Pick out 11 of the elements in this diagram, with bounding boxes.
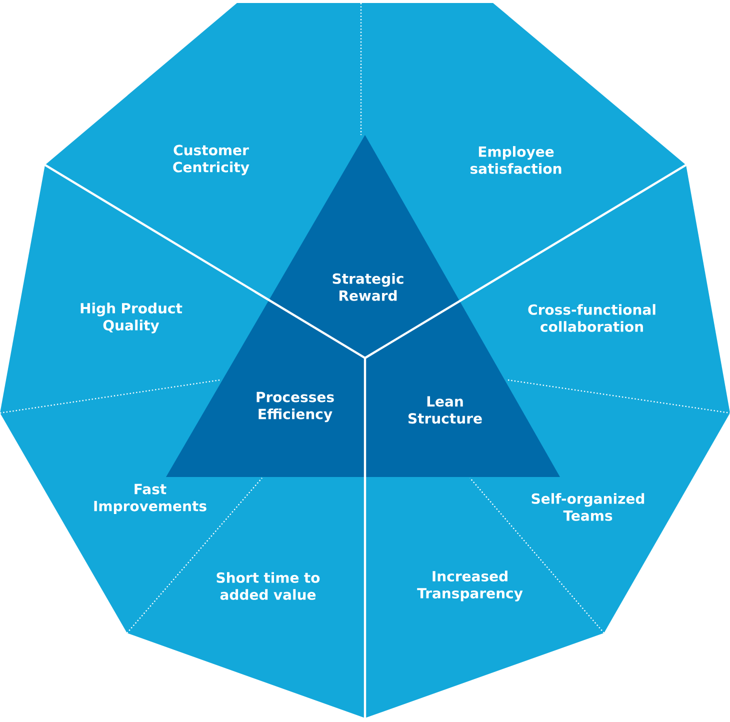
- sector-label: Customer Centricity: [173, 144, 250, 176]
- sector-label: Processes Efficiency: [256, 392, 334, 422]
- sector-label: Lean Structure: [408, 396, 482, 424]
- sector-label: High Product Quality: [80, 302, 182, 334]
- sector-label: Increased Transparency: [417, 570, 523, 602]
- sector-label: Fast Improvements: [94, 484, 206, 514]
- sector-label: Cross-functional collaboration: [528, 304, 656, 332]
- sector-label: Strategic Reward: [332, 273, 404, 301]
- sector-label: Employee satisfaction: [470, 146, 562, 174]
- sector-label: Short time to added value: [216, 572, 320, 600]
- sector-label: Self-organized Teams: [532, 493, 644, 521]
